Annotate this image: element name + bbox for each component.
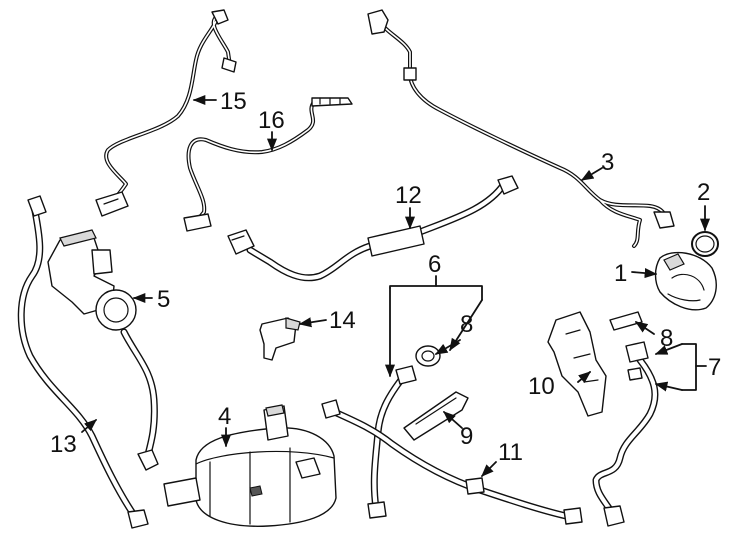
sensor-wire-3	[367, 9, 675, 248]
bracket-9	[403, 391, 469, 441]
callout-13: 13	[50, 431, 77, 458]
callout-4: 4	[218, 403, 231, 430]
o-ring-2	[691, 231, 719, 257]
bracket-10	[547, 311, 607, 417]
valve-1	[654, 251, 717, 311]
callout-16: 16	[258, 107, 285, 134]
callout-14: 14	[329, 307, 356, 334]
callout-15: 15	[220, 88, 247, 115]
purge-valve-5	[47, 229, 159, 471]
callout-7: 7	[708, 354, 721, 381]
hose-13	[17, 195, 149, 529]
sensor-wire-15	[95, 9, 237, 217]
callout-8-right: 8	[660, 325, 673, 352]
hose-11	[321, 399, 583, 525]
callout-1: 1	[614, 260, 627, 287]
callout-3: 3	[601, 149, 614, 176]
callout-8-upper: 8	[460, 311, 473, 338]
callout-9: 9	[460, 423, 473, 450]
pressure-sensor-14	[259, 317, 301, 361]
callout-12: 12	[395, 182, 422, 209]
sensor-wire-16	[183, 97, 353, 232]
charcoal-canister-4	[163, 404, 337, 527]
callout-2: 2	[697, 179, 710, 206]
clip-8-upper	[415, 345, 441, 367]
callout-11: 11	[498, 439, 523, 466]
callout-6: 6	[428, 251, 441, 278]
hose-12	[227, 175, 519, 282]
hose-7	[592, 341, 659, 527]
callout-10: 10	[528, 373, 555, 400]
clip-8-right	[609, 311, 643, 331]
callout-labels: 15 16 3 2 1 12 5 14 6 8 9 10 8 7 11 4 13	[50, 88, 721, 466]
leader-lines	[81, 94, 711, 477]
callout-5: 5	[157, 286, 170, 313]
